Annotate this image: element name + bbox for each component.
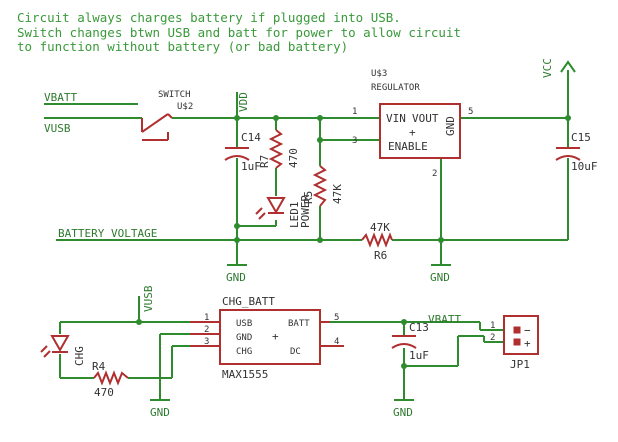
net-vdd: VDD bbox=[237, 92, 250, 112]
charger-pin-chg: CHG bbox=[236, 347, 252, 357]
charger-plus: + bbox=[272, 330, 279, 343]
charger-pin3-num: 3 bbox=[204, 337, 209, 347]
note-line-2: Switch changes btwn USB and batt for pow… bbox=[17, 25, 461, 40]
charger-pin1-num: 1 bbox=[204, 313, 209, 323]
led-led1: LED1 POWER bbox=[255, 195, 312, 229]
c14-value: 1uF bbox=[241, 160, 261, 173]
charger-max1555: CHG_BATT MAX1555 USB GND CHG BATT DC + 1… bbox=[190, 295, 344, 381]
r7-value: 470 bbox=[287, 148, 300, 168]
connector-jp1: − + 1 2 JP1 bbox=[490, 315, 539, 371]
regulator-name: REGULATOR bbox=[371, 83, 420, 93]
note-line-3: to function without battery (or bad batt… bbox=[17, 39, 348, 54]
r5-value: 47K bbox=[331, 184, 344, 204]
c14-ref: C14 bbox=[241, 131, 261, 144]
c13-ref: C13 bbox=[409, 321, 429, 334]
gnd-symbol-2: GND bbox=[430, 264, 451, 284]
charger-pin2-num: 2 bbox=[204, 325, 209, 335]
regulator-plus: + bbox=[409, 126, 416, 139]
switch-u2: SWITCH U$2 bbox=[141, 90, 193, 141]
resistor-r6: 47K R6 bbox=[361, 221, 393, 262]
capacitor-c15: C15 10uF bbox=[555, 131, 598, 173]
resistor-r4: R4 470 bbox=[92, 360, 129, 399]
jp1-pin1-num: 1 bbox=[490, 321, 495, 331]
chg6-ref: CHG bbox=[73, 346, 86, 366]
charger-title: CHG_BATT bbox=[222, 295, 275, 308]
regulator-u3: U$3 REGULATOR VIN VOUT ENABLE GND + 1 3 … bbox=[352, 69, 473, 179]
bottom-junctions bbox=[136, 319, 407, 369]
gnd-label-2: GND bbox=[430, 271, 450, 284]
charger-pin5-num: 5 bbox=[334, 313, 339, 323]
jp1-minus: − bbox=[524, 324, 531, 337]
led-chg6: CHG bbox=[40, 335, 86, 366]
switch-ref: U$2 bbox=[177, 102, 193, 112]
top-wires bbox=[44, 70, 569, 265]
charger-pin-usb: USB bbox=[236, 319, 252, 329]
c15-value: 10uF bbox=[571, 160, 598, 173]
charger-pin4-num: 4 bbox=[334, 337, 339, 347]
gnd-symbol-3: GND bbox=[150, 399, 170, 419]
regulator-pin2-num: 2 bbox=[432, 169, 437, 179]
jp1-pin2-num: 2 bbox=[490, 333, 495, 343]
gnd-label-4: GND bbox=[393, 406, 413, 419]
charger-part: MAX1555 bbox=[222, 368, 268, 381]
regulator-pin-enable: ENABLE bbox=[388, 140, 428, 153]
r4-ref: R4 bbox=[92, 360, 106, 373]
regulator-pin3-num: 3 bbox=[352, 136, 357, 146]
c15-ref: C15 bbox=[571, 131, 591, 144]
gnd-label-3: GND bbox=[150, 406, 170, 419]
regulator-pin5-num: 5 bbox=[468, 107, 473, 117]
charger-pin-batt: BATT bbox=[288, 319, 310, 329]
capacitor-c14: C14 1uF bbox=[224, 131, 261, 173]
r4-value: 470 bbox=[94, 386, 114, 399]
net-vusb-bottom: VUSB bbox=[142, 285, 155, 312]
charger-pin-gnd: GND bbox=[236, 333, 252, 343]
resistor-r7: R7 470 bbox=[258, 129, 300, 169]
capacitor-c13: C13 1uF bbox=[391, 321, 429, 362]
net-vbatt-top: VBATT bbox=[44, 91, 77, 104]
resistor-r5: R5 47K bbox=[302, 165, 344, 207]
r5-ref: R5 bbox=[302, 191, 315, 204]
jp1-ref: JP1 bbox=[510, 358, 530, 371]
net-battery-voltage: BATTERY_VOLTAGE bbox=[58, 227, 157, 240]
r6-ref: R6 bbox=[374, 249, 387, 262]
led1-ref: LED1 bbox=[288, 202, 301, 229]
bottom-wires bbox=[59, 296, 504, 400]
led1-label: POWER bbox=[299, 195, 312, 228]
regulator-ref: U$3 bbox=[371, 69, 387, 79]
regulator-pin1-num: 1 bbox=[352, 107, 357, 117]
top-junctions bbox=[234, 115, 571, 243]
regulator-pin-vout: VOUT bbox=[412, 112, 439, 125]
r7-ref: R7 bbox=[258, 155, 271, 168]
net-vcc: VCC bbox=[541, 58, 554, 78]
r6-value: 47K bbox=[370, 221, 390, 234]
net-vusb-top: VUSB bbox=[44, 122, 71, 135]
net-vbatt-bottom: VBATT bbox=[428, 313, 461, 326]
regulator-pin-vin: VIN bbox=[386, 112, 406, 125]
charger-pin-dc: DC bbox=[290, 347, 301, 357]
gnd-symbol-1: GND bbox=[226, 264, 247, 284]
regulator-pin-gnd: GND bbox=[444, 116, 457, 136]
vcc-arrow-icon bbox=[560, 60, 576, 73]
c13-value: 1uF bbox=[409, 349, 429, 362]
note-line-1: Circuit always charges battery if plugge… bbox=[17, 10, 401, 25]
switch-title: SWITCH bbox=[158, 90, 191, 100]
gnd-label-1: GND bbox=[226, 271, 246, 284]
gnd-symbol-4: GND bbox=[393, 399, 414, 419]
jp1-plus: + bbox=[524, 337, 531, 350]
